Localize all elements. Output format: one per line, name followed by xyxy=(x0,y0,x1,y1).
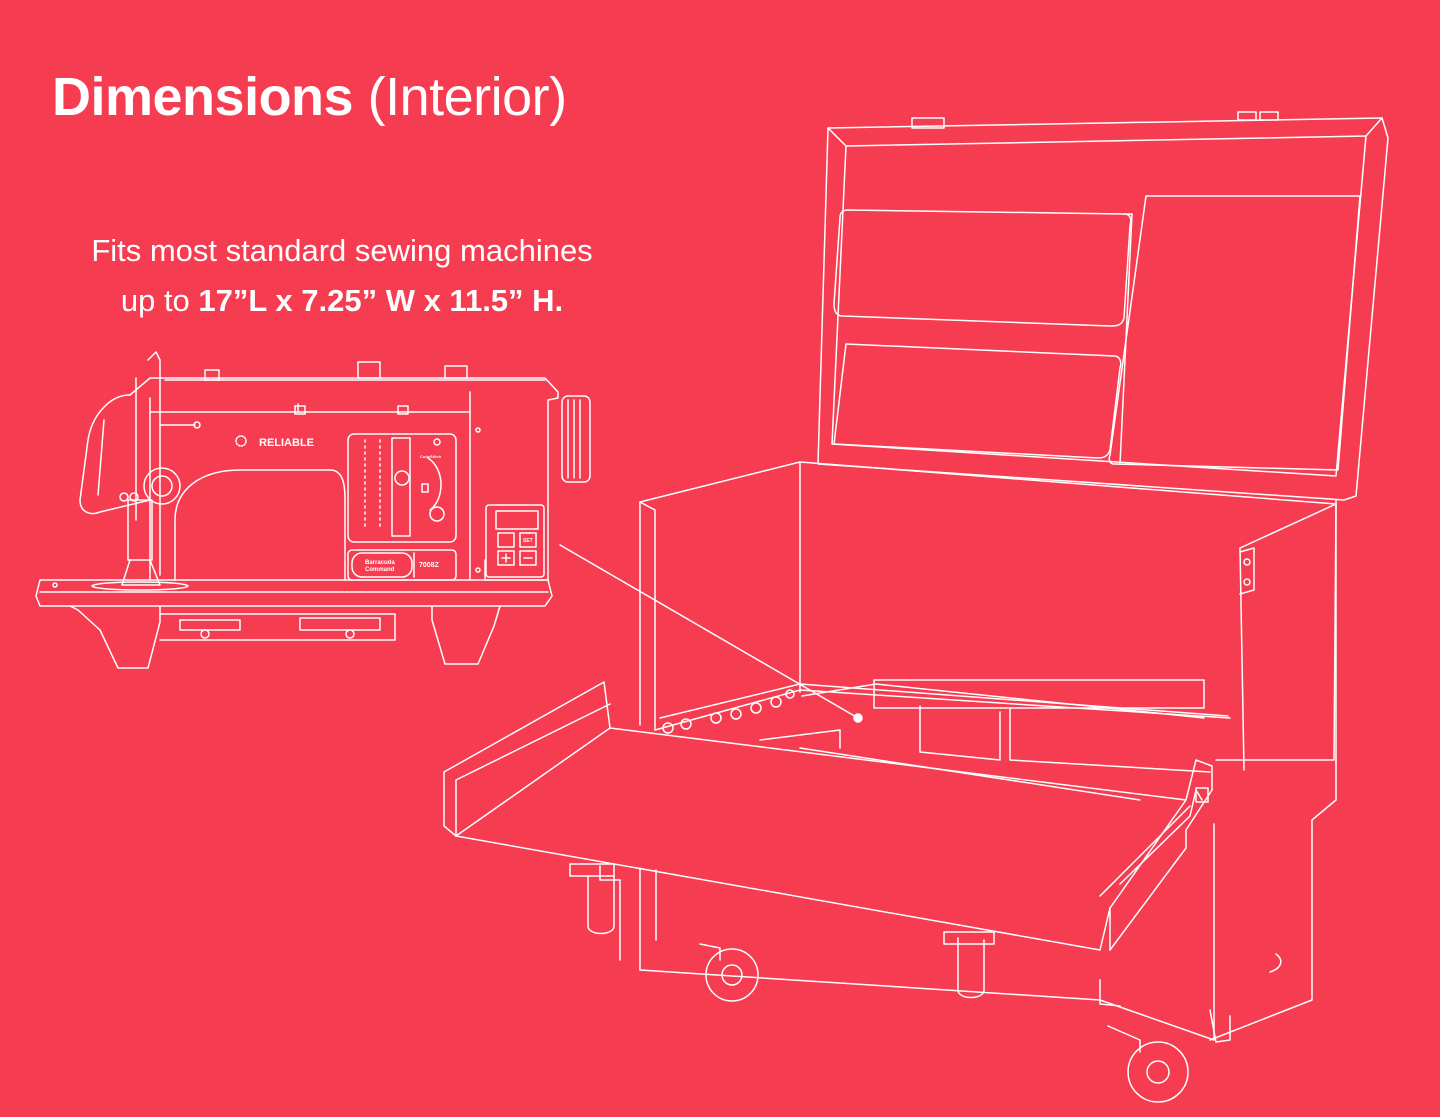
title-light: (Interior) xyxy=(367,67,568,127)
panel-brand: CodeStitch xyxy=(420,454,442,459)
trolley-case-illustration xyxy=(444,112,1388,1102)
callout-dot xyxy=(854,714,862,722)
callout-line xyxy=(560,545,858,718)
model-number: 7008Z xyxy=(419,562,440,569)
model-name-2: Command xyxy=(365,567,395,573)
description-line-1: Fits most standard sewing machines xyxy=(91,233,593,268)
description-dimensions: 17”L x 7.25” W x 11.5” H. xyxy=(198,283,564,318)
title-bold: Dimensions xyxy=(52,67,354,127)
description: Fits most standard sewing machines up to… xyxy=(42,226,642,326)
description-prefix: up to xyxy=(120,283,190,318)
brand-label: RELIABLE xyxy=(259,437,314,449)
set-button-label: SET xyxy=(523,538,533,544)
page-title: Dimensions (Interior) xyxy=(52,62,567,132)
model-name-1: Barracuda xyxy=(365,560,395,566)
description-line-2: up to 17”L x 7.25” W x 11.5” H. xyxy=(42,276,642,326)
sewing-machine-illustration xyxy=(36,352,590,668)
